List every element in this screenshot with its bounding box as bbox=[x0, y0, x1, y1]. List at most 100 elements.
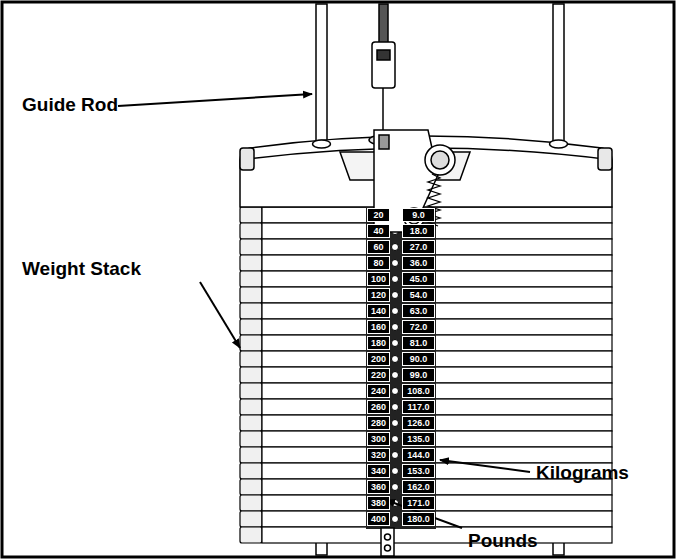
plate-side bbox=[240, 527, 262, 543]
pound-number: 60 bbox=[367, 240, 390, 254]
weight-plate bbox=[262, 335, 612, 351]
weight-plate bbox=[262, 431, 612, 447]
plate-side bbox=[240, 511, 262, 527]
kilogram-number: 126.0 bbox=[402, 416, 435, 430]
pound-number: 120 bbox=[367, 288, 390, 302]
weight-plate bbox=[262, 271, 612, 287]
pound-number: 220 bbox=[367, 368, 390, 382]
kilogram-number: 153.0 bbox=[402, 464, 435, 478]
kilogram-number: 45.0 bbox=[402, 272, 435, 286]
kilogram-number: 9.0 bbox=[402, 208, 435, 222]
weight-plate bbox=[262, 239, 612, 255]
part-label: Guide Rod bbox=[22, 94, 118, 116]
kilogram-number: 171.0 bbox=[402, 496, 435, 510]
kilogram-number: 90.0 bbox=[402, 352, 435, 366]
selector-hole bbox=[392, 308, 399, 315]
selector-hole bbox=[392, 468, 399, 475]
kilogram-number: 144.0 bbox=[402, 448, 435, 462]
pound-number: 140 bbox=[367, 304, 390, 318]
selector-hole bbox=[392, 484, 399, 491]
selector-hole bbox=[392, 388, 399, 395]
pound-number: 300 bbox=[367, 432, 390, 446]
pound-number: 260 bbox=[367, 400, 390, 414]
weight-plate bbox=[262, 527, 612, 543]
weight-plate bbox=[262, 495, 612, 511]
kilogram-number: 81.0 bbox=[402, 336, 435, 350]
selector-hole bbox=[392, 420, 399, 427]
part-label: Weight Stack bbox=[22, 258, 141, 280]
plate-side bbox=[240, 383, 262, 399]
plate-side bbox=[240, 207, 262, 223]
selector-hole bbox=[392, 340, 399, 347]
selector-holes bbox=[392, 212, 399, 523]
kilogram-number: 108.0 bbox=[402, 384, 435, 398]
plate-side bbox=[240, 255, 262, 271]
kilogram-number: 162.0 bbox=[402, 480, 435, 494]
plate-side bbox=[240, 223, 262, 239]
plate-side bbox=[240, 463, 262, 479]
plate-side bbox=[240, 447, 262, 463]
kilogram-number: 54.0 bbox=[402, 288, 435, 302]
plate-side bbox=[240, 351, 262, 367]
scale-label: Pounds bbox=[468, 530, 538, 552]
pound-number: 240 bbox=[367, 384, 390, 398]
kilogram-number: 135.0 bbox=[402, 432, 435, 446]
weight-plate bbox=[262, 447, 612, 463]
selector-hole bbox=[392, 356, 399, 363]
selector-hole bbox=[392, 276, 399, 283]
kilogram-number: 117.0 bbox=[402, 400, 435, 414]
kilogram-number: 63.0 bbox=[402, 304, 435, 318]
pound-number: 280 bbox=[367, 416, 390, 430]
pound-number: 400 bbox=[367, 512, 390, 526]
selector-hole bbox=[392, 260, 399, 267]
weight-plate bbox=[262, 383, 612, 399]
scale-label: Kilograms bbox=[536, 462, 629, 484]
selector-hole bbox=[392, 452, 399, 459]
selector-rod bbox=[381, 528, 394, 556]
pound-number: 40 bbox=[367, 224, 390, 238]
kilogram-number: 99.0 bbox=[402, 368, 435, 382]
pound-number: 320 bbox=[367, 448, 390, 462]
pound-number: 380 bbox=[367, 496, 390, 510]
cable bbox=[372, 4, 395, 130]
plate-side bbox=[240, 287, 262, 303]
plate-side bbox=[240, 415, 262, 431]
plate-side bbox=[240, 431, 262, 447]
weight-plate bbox=[262, 367, 612, 383]
selector-hole bbox=[392, 436, 399, 443]
plate-side bbox=[240, 303, 262, 319]
selector-hole bbox=[392, 404, 399, 411]
weight-plate bbox=[262, 287, 612, 303]
weight-plates bbox=[262, 207, 612, 543]
kilogram-number: 36.0 bbox=[402, 256, 435, 270]
kilogram-number: 18.0 bbox=[402, 224, 435, 238]
selector-hole bbox=[392, 292, 399, 299]
plate-side bbox=[240, 335, 262, 351]
weight-plate bbox=[262, 399, 612, 415]
kilogram-number: 180.0 bbox=[402, 512, 435, 526]
pound-number: 160 bbox=[367, 320, 390, 334]
plate-side bbox=[240, 319, 262, 335]
kilogram-number: 72.0 bbox=[402, 320, 435, 334]
pound-number: 200 bbox=[367, 352, 390, 366]
weight-plate bbox=[262, 319, 612, 335]
weight-plate bbox=[262, 351, 612, 367]
weight-plate bbox=[262, 255, 612, 271]
pound-number: 20 bbox=[367, 208, 390, 222]
selector-hole bbox=[392, 372, 399, 379]
side-face bbox=[240, 207, 262, 543]
plate-side bbox=[240, 239, 262, 255]
plate-side bbox=[240, 271, 262, 287]
selector-hole bbox=[392, 244, 399, 251]
selector-hole bbox=[392, 324, 399, 331]
pound-number: 180 bbox=[367, 336, 390, 350]
weight-plate bbox=[262, 303, 612, 319]
pound-number: 80 bbox=[367, 256, 390, 270]
weight-plate bbox=[262, 415, 612, 431]
leader-arrows bbox=[118, 94, 530, 528]
selector-column bbox=[366, 207, 436, 529]
plate-side bbox=[240, 495, 262, 511]
kilogram-number: 27.0 bbox=[402, 240, 435, 254]
